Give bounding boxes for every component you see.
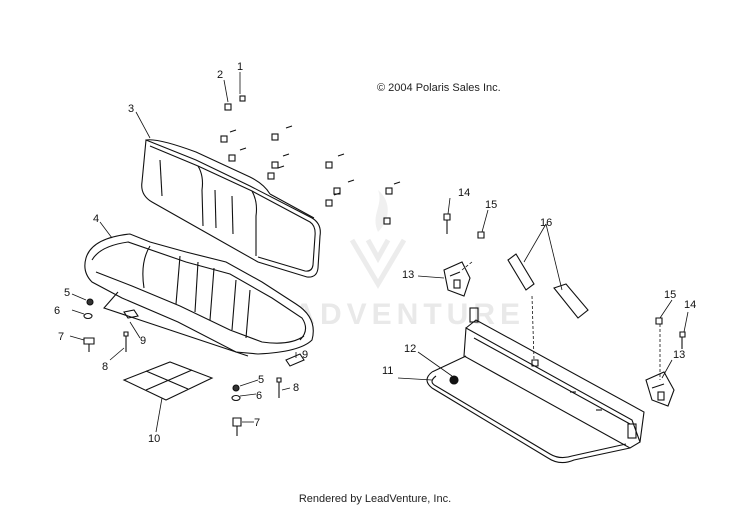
callout-12: 12 xyxy=(404,343,416,355)
callout-14: 14 xyxy=(684,299,696,311)
callout-10: 10 xyxy=(148,433,160,445)
callout-13: 13 xyxy=(402,269,414,281)
callout-9: 9 xyxy=(302,349,308,361)
seat-latch-left xyxy=(443,261,471,297)
callout-8: 8 xyxy=(102,361,108,373)
callout-5: 5 xyxy=(258,374,264,386)
seat-bottom xyxy=(84,233,314,357)
callout-1: 1 xyxy=(237,61,243,73)
callout-13: 13 xyxy=(673,349,685,361)
callout-3: 3 xyxy=(128,103,134,115)
copyright-text: © 2004 Polaris Sales Inc. xyxy=(377,82,501,94)
seat-back xyxy=(141,139,321,278)
seat-back-clips xyxy=(220,95,401,225)
hinge-straps xyxy=(507,253,589,319)
seat-latch-right xyxy=(645,371,675,407)
callout-15: 15 xyxy=(485,199,497,211)
callout-14: 14 xyxy=(458,187,470,199)
footer-text: Rendered by LeadVenture, Inc. xyxy=(298,493,452,505)
floor-mat xyxy=(122,361,214,401)
callout-11: 11 xyxy=(382,365,393,377)
nut-15-left xyxy=(477,231,485,239)
callout-4: 4 xyxy=(93,213,99,225)
nut-15-right xyxy=(655,317,663,325)
callout-8: 8 xyxy=(293,382,299,394)
callout-9: 9 xyxy=(140,335,146,347)
callout-15: 15 xyxy=(664,289,676,301)
bolt-14-right xyxy=(679,331,686,349)
center-hardware xyxy=(231,353,305,436)
callout-6: 6 xyxy=(256,390,262,402)
callout-16: 16 xyxy=(540,217,552,229)
callout-2: 2 xyxy=(217,69,223,81)
callout-6: 6 xyxy=(54,305,60,317)
callout-7: 7 xyxy=(254,417,260,429)
callout-7: 7 xyxy=(58,331,64,343)
callout-5: 5 xyxy=(64,287,70,299)
seat-base-frame xyxy=(426,307,645,464)
left-hardware xyxy=(83,298,139,352)
bolt-14-left xyxy=(443,213,451,234)
leader-lines xyxy=(69,72,689,433)
